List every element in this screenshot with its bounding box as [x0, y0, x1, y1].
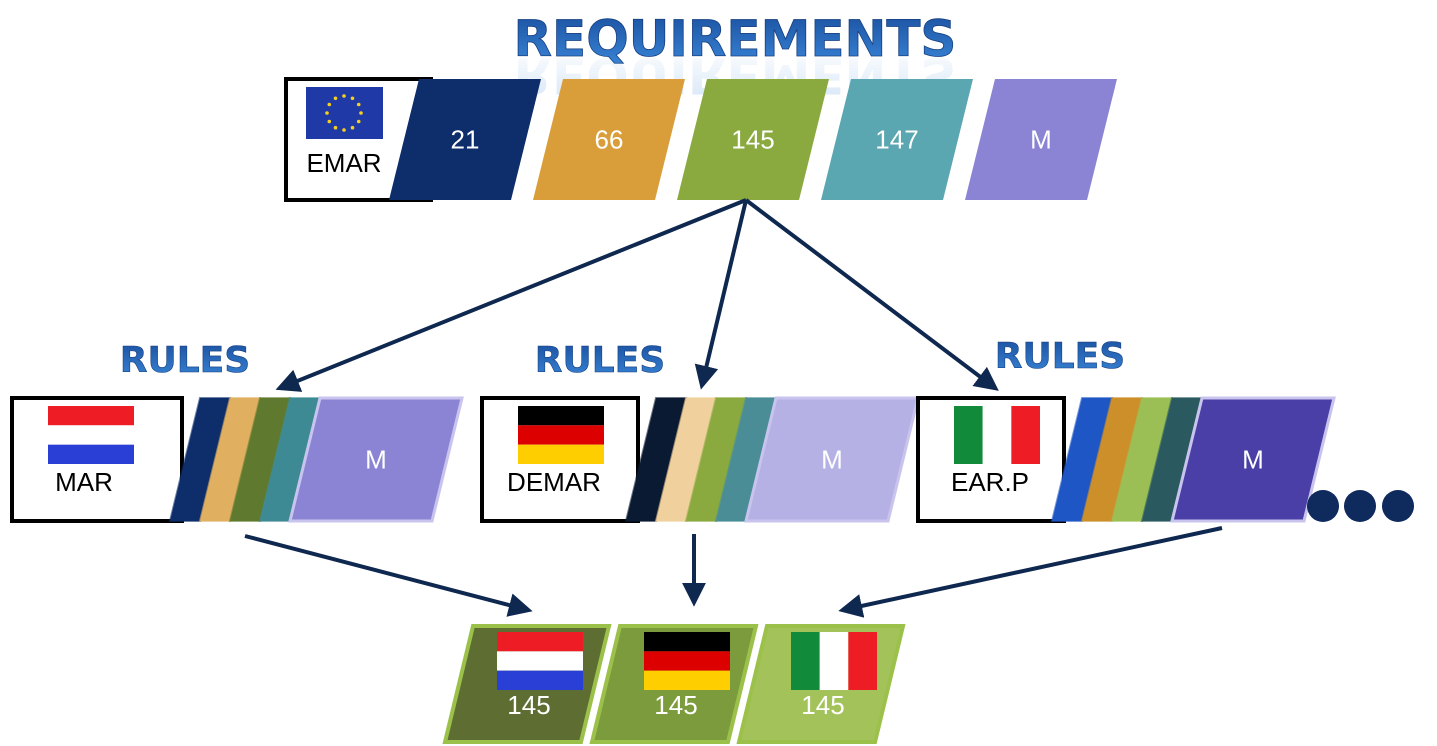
arrow-earp-to-result — [838, 526, 1223, 618]
arrow-to-earp — [744, 198, 999, 391]
italy-flag-icon — [791, 632, 877, 690]
national-m-part — [1170, 396, 1336, 523]
national-row-demar: DEMAR M — [480, 396, 920, 523]
eu-flag-icon — [306, 87, 383, 139]
national-row-mar: MAR M — [10, 396, 464, 523]
eu-part-21 — [389, 79, 541, 200]
national-m-label: M — [1242, 445, 1264, 475]
eu-name-label: EMAR — [306, 148, 381, 178]
eu-part-label: 147 — [875, 125, 918, 155]
national-name-label: DEMAR — [507, 467, 601, 497]
national-m-label: M — [821, 445, 843, 475]
germany-flag-icon — [518, 406, 604, 464]
eu-part-147 — [821, 79, 973, 200]
eu-part-label: M — [1030, 125, 1052, 155]
result-label: 145 — [654, 690, 697, 720]
national-name-label: EAR.P — [951, 467, 1029, 497]
national-m-part — [744, 396, 920, 523]
more-ellipsis-icon — [1307, 490, 1414, 522]
eu-part-label: 145 — [731, 125, 774, 155]
eu-part-145 — [677, 79, 829, 200]
arrow-to-mar — [275, 198, 747, 392]
eu-row: EMAR 21 66 145 147 M — [284, 77, 1117, 202]
germany-flag-icon — [644, 632, 730, 690]
result-145-tile: 145 — [589, 624, 759, 744]
rules-heading-earp: RULES — [995, 336, 1125, 377]
netherlands-flag-icon — [48, 406, 134, 464]
result-label: 145 — [507, 690, 550, 720]
eu-part-m — [965, 79, 1117, 200]
arrow-mar-to-result — [244, 534, 533, 617]
national-row-earp: EAR.P M — [916, 396, 1336, 523]
rules-heading-demar: RULES — [535, 340, 665, 381]
eu-part-label: 66 — [595, 125, 624, 155]
result-label: 145 — [801, 690, 844, 720]
national-m-label: M — [365, 445, 387, 475]
eu-part-label: 21 — [451, 125, 480, 155]
national-m-part — [288, 396, 464, 523]
title-heading: REQUIREMENTS — [514, 10, 957, 68]
result-145-tile: 145 — [442, 624, 612, 744]
arrow-to-demar — [694, 199, 748, 390]
rules-heading-mar: RULES — [120, 340, 250, 381]
result-145-tile: 145 — [736, 624, 906, 744]
italy-flag-icon — [954, 406, 1040, 464]
national-name-label: MAR — [55, 467, 113, 497]
eu-part-66 — [533, 79, 685, 200]
netherlands-flag-icon — [497, 632, 583, 690]
